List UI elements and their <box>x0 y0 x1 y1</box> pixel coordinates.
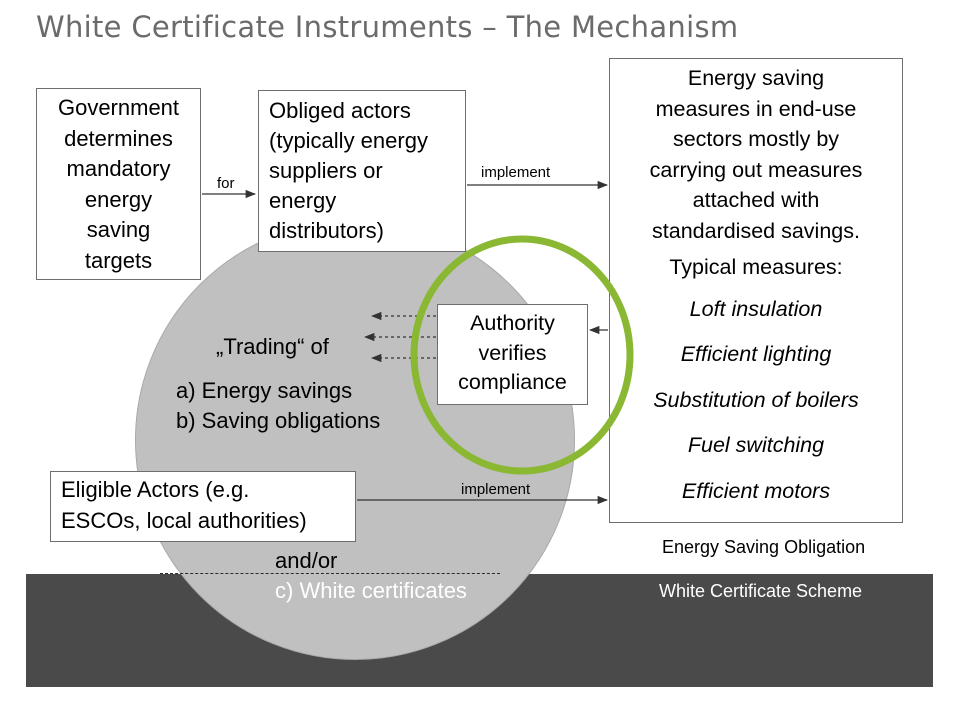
government-line: Government <box>57 95 180 120</box>
authority-line: compliance <box>458 370 567 394</box>
energy-saving-obligation-label: Energy Saving Obligation <box>662 537 866 557</box>
obliged-line: (typically energy <box>269 128 428 153</box>
obliged-line: Obliged actors <box>269 98 411 123</box>
trading-item-a: a) Energy savings <box>176 378 353 403</box>
typical-measure-item: Loft insulation <box>689 296 823 321</box>
trading-circle <box>135 220 575 660</box>
measures-intro-line: Energy saving <box>687 66 825 90</box>
government-line: energy <box>84 186 153 212</box>
typical-measure-item: Efficient lighting <box>680 342 832 366</box>
authority-line: verifies <box>478 340 547 365</box>
government-line: mandatory <box>66 156 171 181</box>
energy-saving-measures-box: Energy saving measures in end-use sector… <box>609 58 903 523</box>
government-line: targets <box>84 247 153 273</box>
obliged-line: energy <box>269 188 337 213</box>
measures-intro-line: standardised savings. <box>652 218 860 243</box>
obliged-actors-box: Obliged actors (typically energy supplie… <box>258 90 466 252</box>
page-title: White Certificate Instruments – The Mech… <box>36 10 739 44</box>
eligible-line: ESCOs, local authorities) <box>61 507 307 533</box>
obliged-line: distributors) <box>269 218 384 243</box>
measures-intro-line: attached with <box>692 188 820 212</box>
trading-heading: „Trading“ of <box>216 334 329 359</box>
implement-bottom-arrow-label: implement <box>461 481 531 498</box>
government-line: saving <box>86 217 151 242</box>
typical-measure-item: Substitution of boilers <box>653 387 859 412</box>
measures-intro-line: measures in end-use <box>655 96 857 121</box>
trading-item-b: b) Saving obligations <box>176 408 381 433</box>
government-line: determines <box>64 125 173 151</box>
obliged-line: suppliers or <box>269 158 383 183</box>
typical-measures-heading: Typical measures: <box>669 255 843 279</box>
typical-measure-item: Efficient motors <box>681 478 831 503</box>
eligible-actors-box: Eligible Actors (e.g. ESCOs, local autho… <box>50 471 356 542</box>
implement-top-arrow-label: implement <box>481 164 551 181</box>
typical-measure-item: Fuel switching <box>687 433 825 457</box>
for-arrow-label: for <box>217 175 235 192</box>
measures-intro-line: carrying out measures <box>649 157 863 182</box>
authority-box: Authority verifies compliance <box>437 304 588 405</box>
scheme-divider-dashed-line <box>160 573 500 574</box>
eligible-line: Eligible Actors (e.g. <box>61 477 250 502</box>
white-certificate-scheme-label: White Certificate Scheme <box>659 581 863 601</box>
trading-item-c: c) White certificates <box>275 578 467 603</box>
and-or-label: and/or <box>275 548 338 573</box>
authority-line: Authority <box>470 311 555 335</box>
authority-highlight-ring <box>410 235 634 475</box>
government-box: Government determines mandatory energy s… <box>36 88 201 280</box>
measures-intro-line: sectors mostly by <box>672 127 840 151</box>
